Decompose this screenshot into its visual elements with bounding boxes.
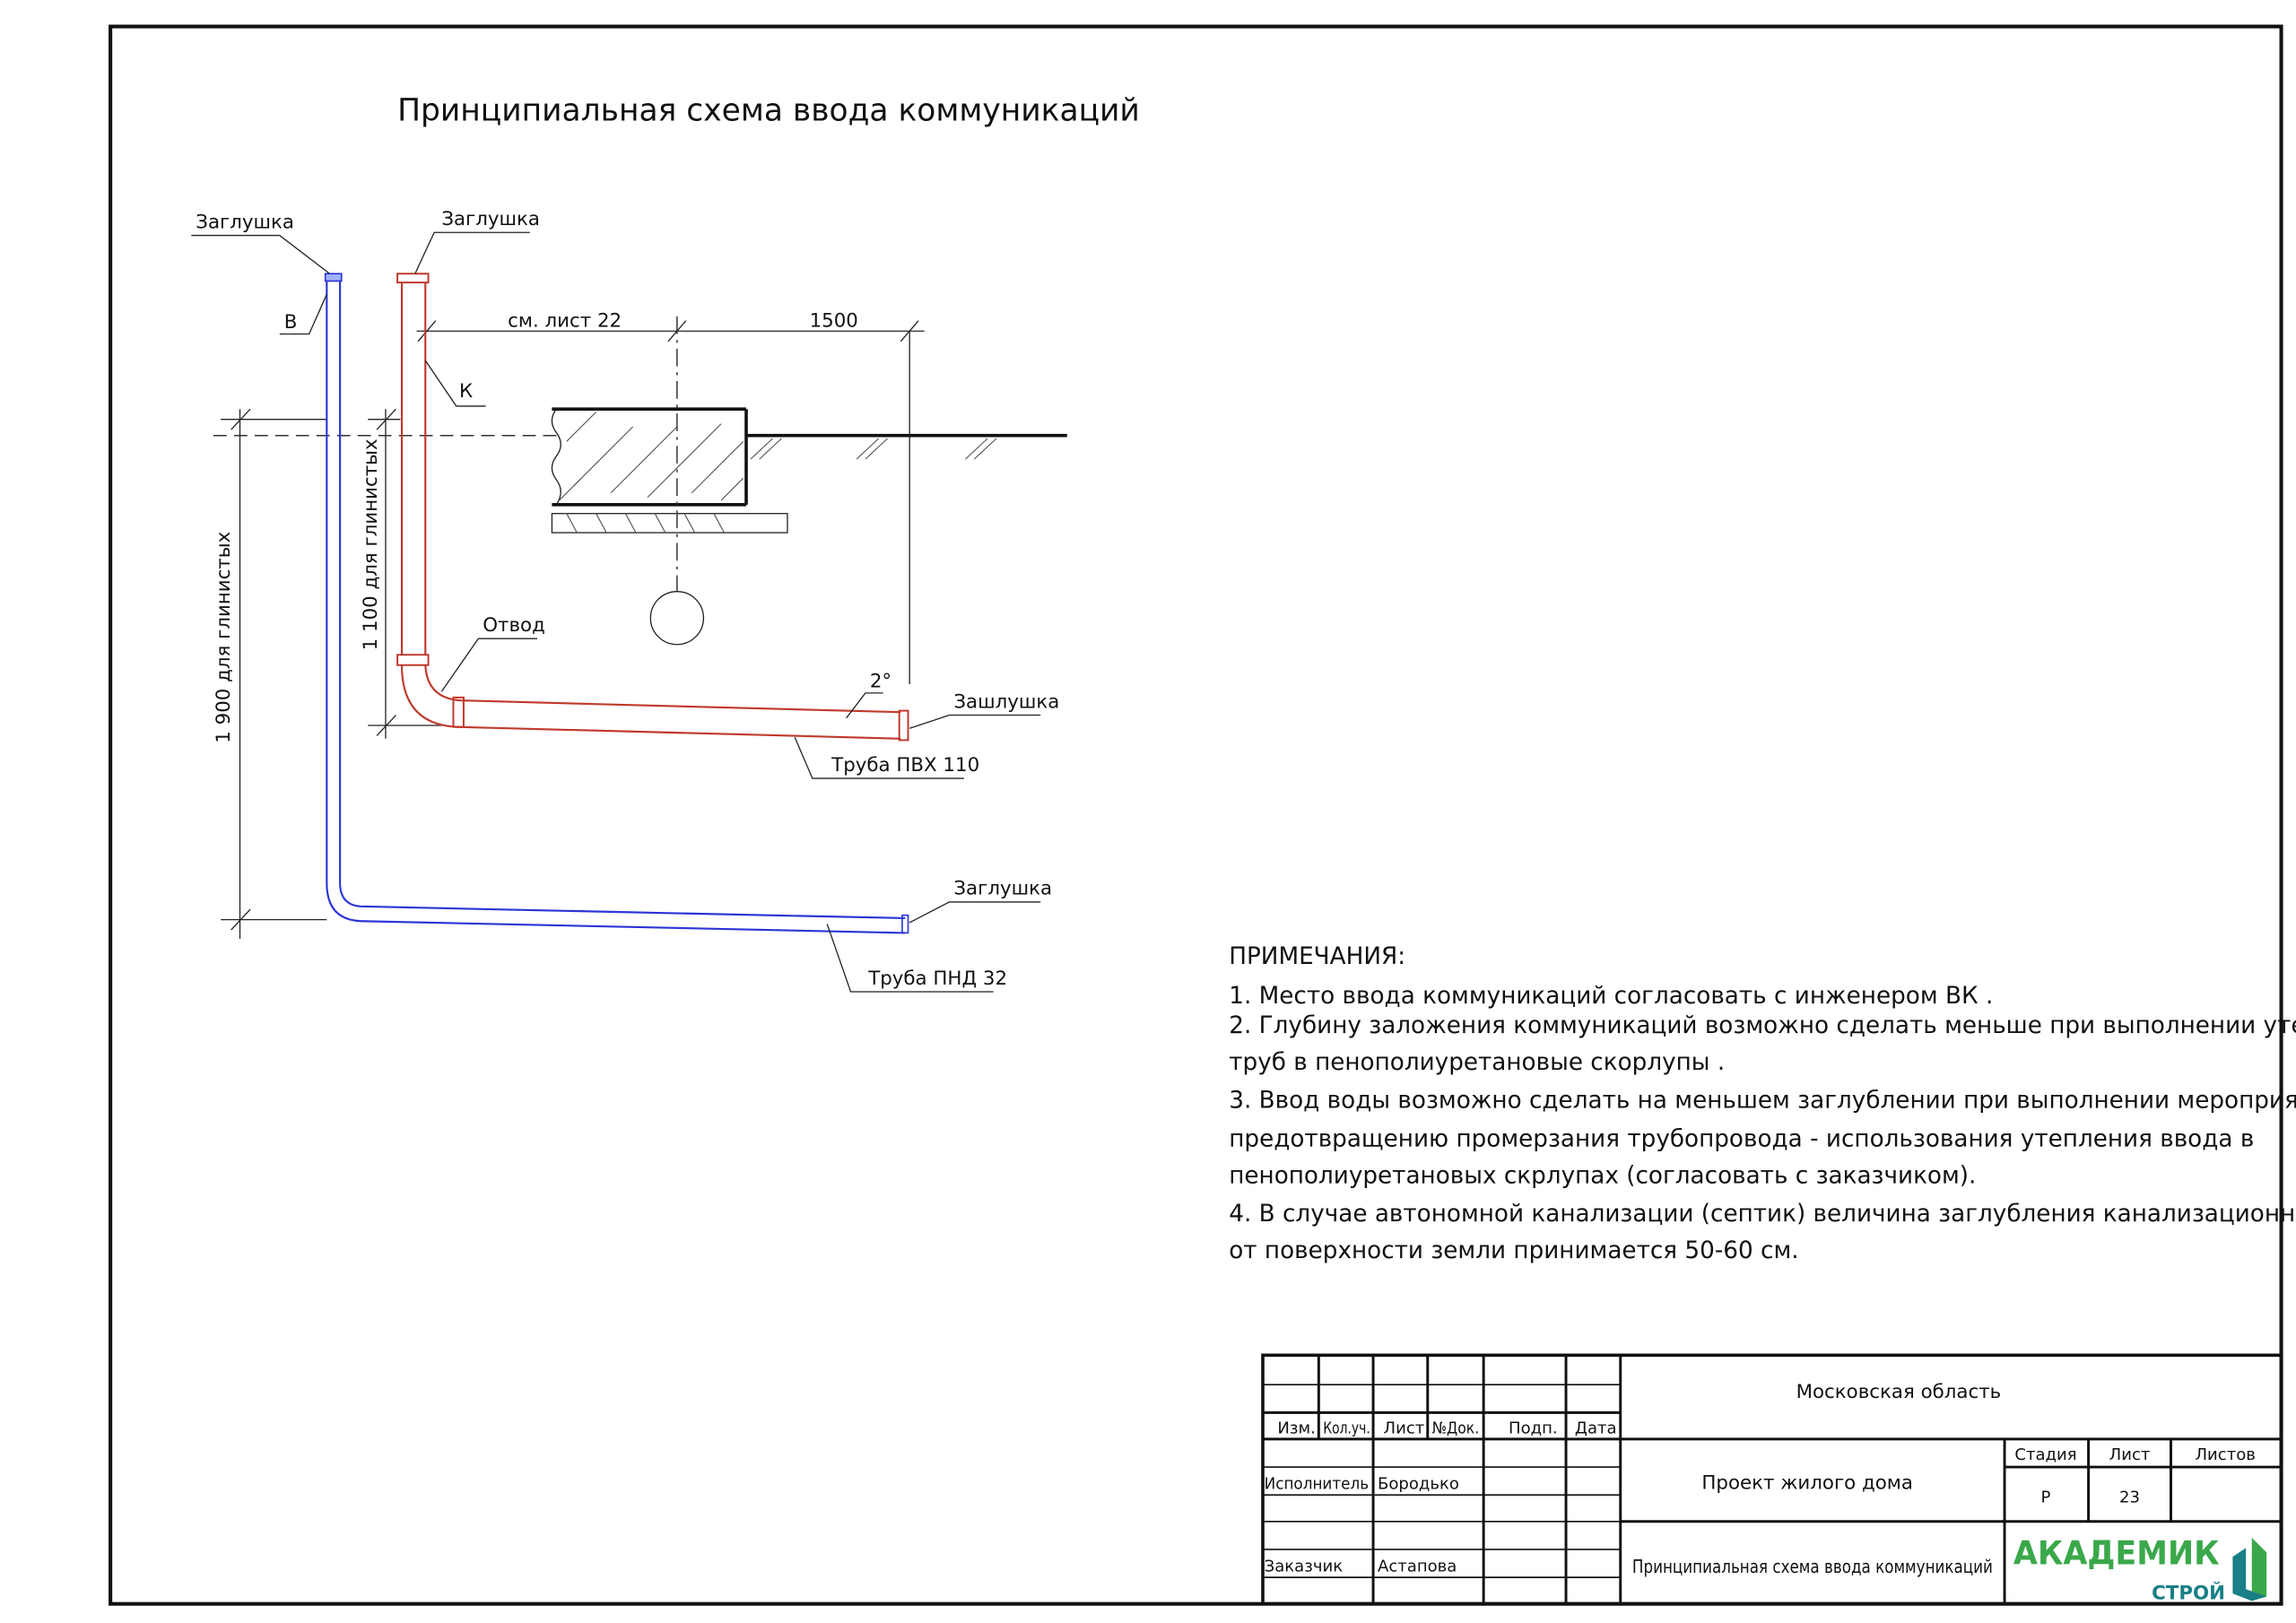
cap-water-top-label: Заглушка	[196, 211, 294, 233]
dim-see-sheet: см. лист 22	[508, 309, 622, 332]
notes-heading: ПРИМЕЧАНИЯ:	[1229, 943, 1405, 970]
cap-sewer-end-label: Зашлушка	[953, 690, 1059, 713]
sheets-label: Листов	[2195, 1445, 2255, 1464]
customer-role: Заказчик	[1265, 1558, 1344, 1576]
note-line: от поверхности земли принимается 50-60 с…	[1229, 1237, 1798, 1264]
callouts: Заглушка Заглушка В К Отвод 2° Зашлушка …	[191, 208, 1059, 993]
elbow-label: Отвод	[483, 614, 545, 637]
note-line: предотвращению промерзания трубопровода …	[1229, 1125, 2254, 1152]
note-line: 3. Ввод воды возможно сделать на меньшем…	[1229, 1088, 2296, 1115]
note-line: 2. Глубину заложения коммуникаций возмож…	[1229, 1012, 2296, 1039]
cap-water-end-label: Заглушка	[953, 878, 1052, 900]
building-foundation	[213, 316, 1067, 685]
note-line: 1. Место ввода коммуникаций согласовать …	[1229, 983, 1993, 1010]
header-izm: Изм.	[1277, 1419, 1315, 1437]
header-kol-uch: Кол.уч.	[1323, 1419, 1370, 1437]
stage-label: Стадия	[2014, 1445, 2076, 1464]
logo-sub-text: СТРОЙ	[2152, 1582, 2225, 1605]
customer-name: Астапова	[1378, 1558, 1457, 1576]
dim-1900-label: 1 900 для глинистых	[213, 532, 235, 743]
header-sign: Подп.	[1509, 1419, 1558, 1437]
note-line: труб в пенополиуретановые скорлупы .	[1229, 1049, 1725, 1076]
header-date: Дата	[1575, 1419, 1617, 1437]
note-line: 4. В случае автономной канализации (септ…	[1229, 1201, 2296, 1228]
note-line: пенополиуретановых скрлупах (согласовать…	[1229, 1162, 1976, 1189]
water-pipe	[324, 273, 909, 934]
dimension-horizontal: см. лист 22 1500	[416, 309, 925, 343]
dimension-1900: 1 900 для глинистых	[213, 408, 327, 939]
header-list: Лист	[1384, 1419, 1425, 1437]
dim-1100-label: 1 100 для глинистых	[360, 438, 382, 650]
header-doc-no: №Док.	[1432, 1419, 1480, 1437]
sheet-value: 23	[2119, 1488, 2140, 1506]
sheet-title: Принципиальная схема ввода коммуникаций	[1632, 1556, 1993, 1577]
region: Московская область	[1796, 1381, 2002, 1403]
sewer-pipe-label: Труба ПВХ 110	[831, 754, 979, 777]
notes: ПРИМЕЧАНИЯ: 1. Место ввода коммуникаций …	[1229, 943, 2296, 1264]
sewer-mark: К	[459, 380, 473, 403]
dimension-1100: 1 100 для глинистых	[360, 408, 442, 739]
cap-sewer-top-label: Заглушка	[441, 208, 540, 230]
sheet-frame	[109, 24, 2283, 1606]
water-mark: В	[284, 311, 298, 334]
sewer-pipe	[396, 273, 909, 742]
executor-role: Исполнитель	[1265, 1475, 1370, 1494]
slope-label: 2°	[870, 670, 891, 692]
stage-value: Р	[2041, 1488, 2051, 1506]
sheet-label: Лист	[2109, 1445, 2151, 1464]
logo-mark-icon	[2251, 1537, 2267, 1601]
title-block: Изм. Кол.уч. Лист №Док. Подп. Дата Испол…	[1261, 1353, 2283, 1606]
water-pipe-label: Труба ПНД 32	[867, 968, 1007, 990]
logo-main-text: АКАДЕМИК	[2013, 1533, 2220, 1572]
executor-name: Бородько	[1378, 1475, 1459, 1494]
drawing-title: Принципиальная схема ввода коммуникаций	[397, 93, 1140, 129]
project-name: Проект жилого дома	[1701, 1472, 1913, 1495]
dim-1500: 1500	[810, 309, 858, 332]
company-logo: АКАДЕМИК СТРОЙ	[2013, 1533, 2267, 1605]
